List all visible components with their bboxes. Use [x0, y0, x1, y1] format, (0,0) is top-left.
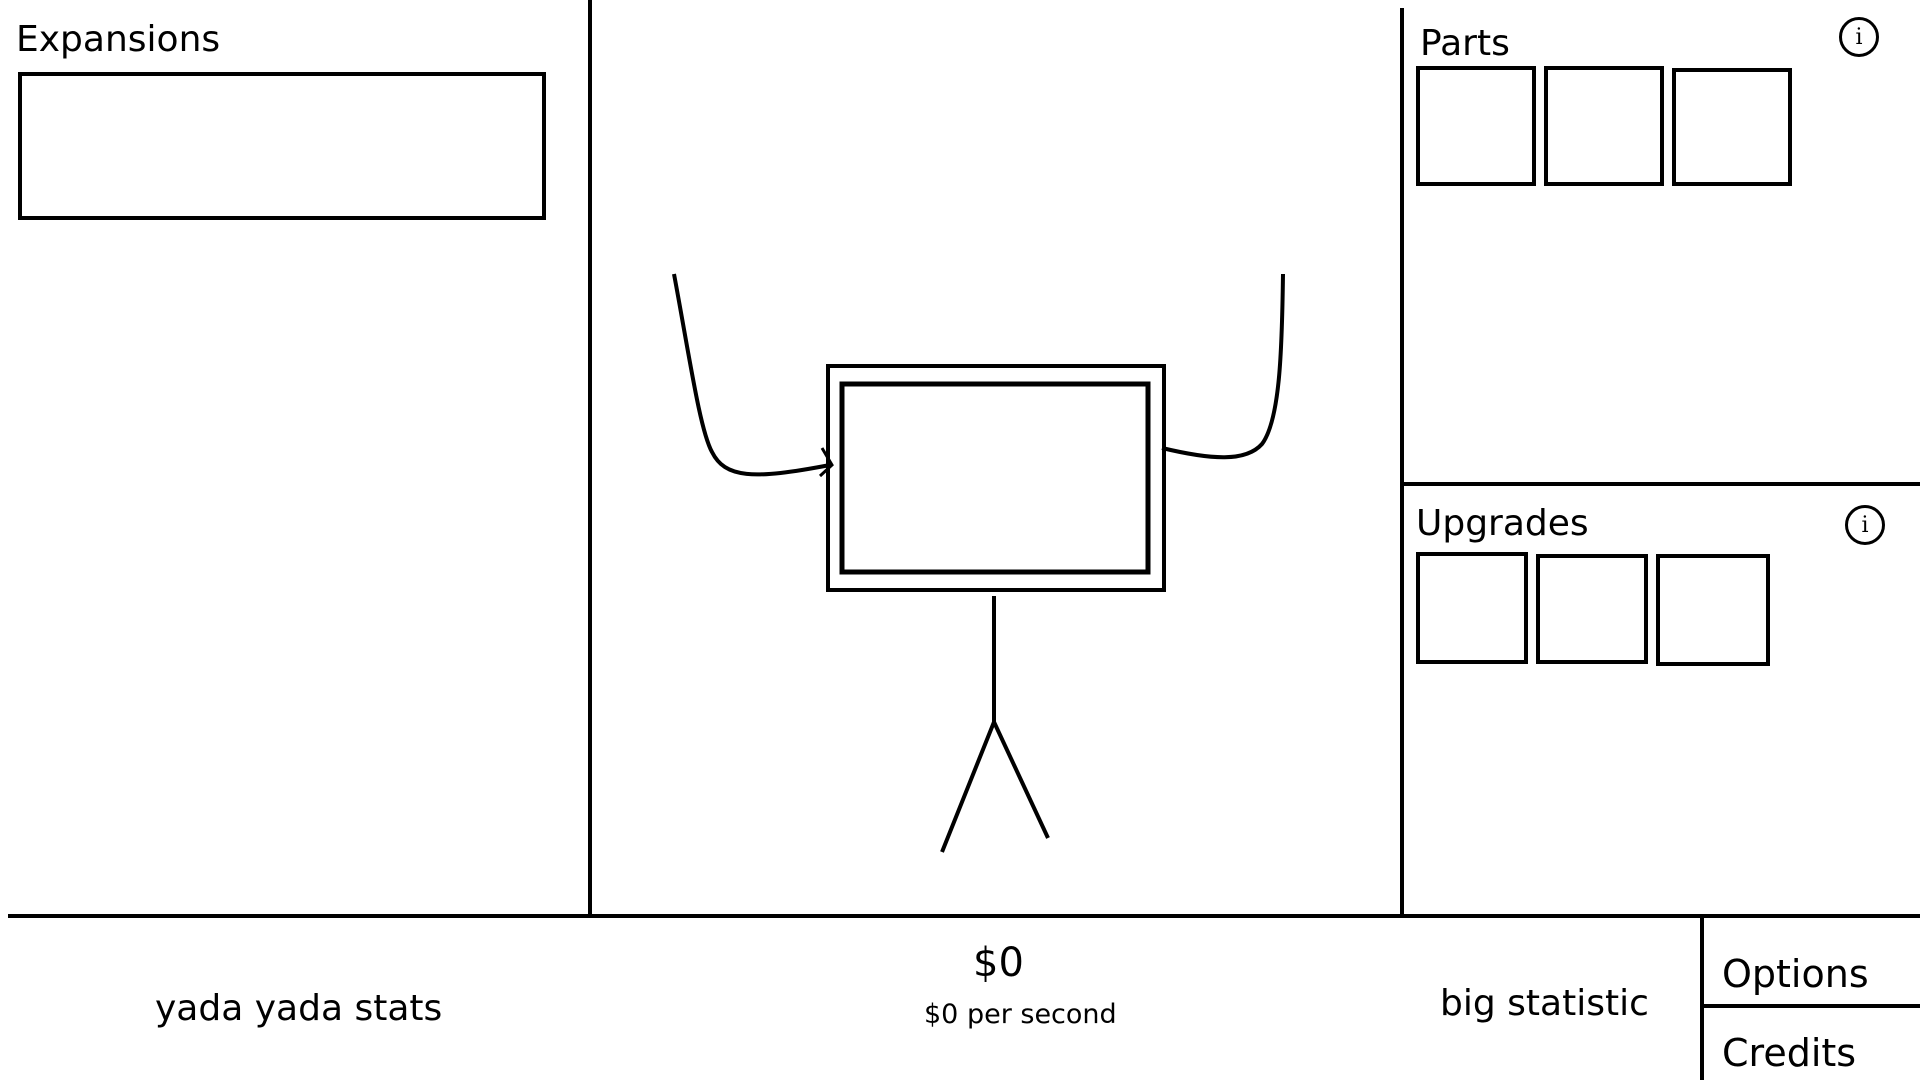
upgrades-info-icon[interactable]: i — [1845, 505, 1885, 545]
left-arm — [672, 273, 831, 477]
upgrades-title: Upgrades — [1416, 503, 1589, 544]
right-divider — [1400, 8, 1404, 918]
part-slot-2[interactable] — [1544, 66, 1664, 186]
money-display: $0 — [973, 940, 1024, 986]
screen-outer-frame — [826, 364, 1166, 592]
right-panel-split — [1400, 482, 1920, 486]
credits-button[interactable]: Credits — [1722, 1031, 1857, 1075]
stats-text: yada yada stats — [155, 988, 443, 1029]
menu-divider-vertical — [1700, 918, 1704, 1080]
upgrade-slot-1[interactable] — [1416, 552, 1528, 664]
expansions-title: Expansions — [16, 19, 221, 60]
big-statistic-text: big statistic — [1440, 983, 1649, 1024]
upgrade-slot-3[interactable] — [1656, 554, 1770, 666]
part-slot-1[interactable] — [1416, 66, 1536, 186]
expansion-slot[interactable] — [18, 72, 546, 220]
upgrade-slot-2[interactable] — [1536, 554, 1648, 664]
footer-divider — [8, 914, 1920, 918]
screen-robot-icon[interactable] — [590, 0, 1400, 914]
options-button[interactable]: Options — [1722, 952, 1869, 996]
left-leg — [940, 721, 996, 853]
screen-inner-display — [839, 381, 1151, 575]
parts-title: Parts — [1420, 23, 1510, 64]
left-arm-hand — [818, 447, 834, 478]
menu-divider-horizontal — [1702, 1004, 1920, 1008]
part-slot-3[interactable] — [1672, 68, 1792, 186]
parts-info-icon[interactable]: i — [1839, 17, 1879, 57]
left-divider — [588, 0, 592, 918]
right-leg — [992, 721, 1050, 839]
money-per-second: $0 per second — [924, 999, 1117, 1030]
right-arm — [1161, 273, 1285, 460]
